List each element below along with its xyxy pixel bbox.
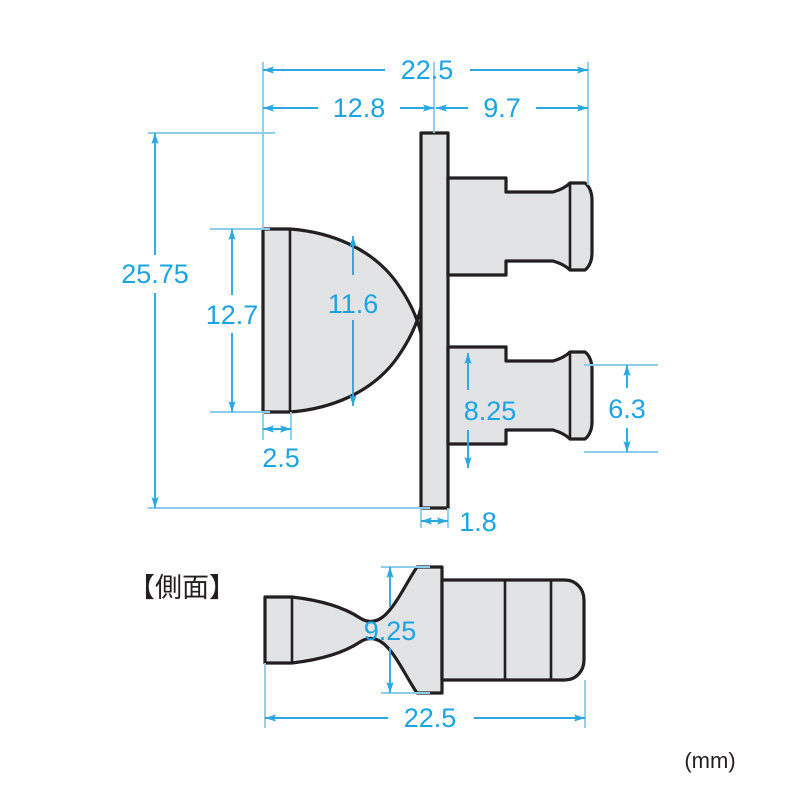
dim-end-flange-height: 12.7 bbox=[206, 228, 270, 413]
dim-end-flange-height-label: 12.7 bbox=[206, 300, 259, 330]
dim-prong-span-height-label: 8.25 bbox=[464, 396, 517, 426]
dim-end-block-width-label: 2.5 bbox=[262, 443, 300, 473]
front-lower-prong bbox=[446, 345, 594, 446]
dim-side-overall-width: 22.5 bbox=[264, 663, 586, 733]
dim-side-waist-height-label: 9.25 bbox=[364, 616, 417, 646]
dim-overall-height: 25.75 bbox=[121, 132, 430, 509]
dim-overall-height-label: 25.75 bbox=[121, 259, 189, 289]
side-barrel bbox=[440, 578, 586, 682]
dim-overall-width: 22.5 bbox=[263, 55, 588, 85]
dim-overall-width-label: 22.5 bbox=[401, 55, 454, 85]
dim-left-section-width: 12.8 bbox=[263, 93, 434, 123]
side-view: 【側面】 9.25 22.5 bbox=[128, 565, 586, 733]
side-view-label: 【側面】 bbox=[128, 573, 236, 604]
front-view-part bbox=[261, 131, 594, 510]
dim-prong-span-height: 8.25 bbox=[464, 353, 517, 468]
dim-flange-thickness-label: 1.8 bbox=[459, 507, 497, 537]
dim-side-overall-width-label: 22.5 bbox=[404, 703, 457, 733]
dim-prong-tip-height: 6.3 bbox=[584, 364, 658, 453]
dim-left-section-width-label: 12.8 bbox=[333, 93, 386, 123]
dim-right-section-width-label: 9.7 bbox=[483, 93, 521, 123]
side-spool-body bbox=[263, 565, 444, 695]
dim-waist-height: 11.6 bbox=[328, 236, 379, 406]
dim-end-block-width: 2.5 bbox=[262, 412, 300, 473]
unit-label: (mm) bbox=[684, 748, 735, 773]
front-upper-prong bbox=[446, 176, 594, 277]
front-view-dimensions: 22.5 12.8 9.7 25.75 12.7 bbox=[121, 55, 658, 537]
dim-side-waist-height: 9.25 bbox=[364, 566, 430, 694]
dim-waist-height-label: 11.6 bbox=[328, 289, 379, 319]
dim-flange-thickness: 1.8 bbox=[420, 507, 497, 537]
dim-prong-tip-height-label: 6.3 bbox=[608, 394, 646, 424]
dim-right-section-width: 9.7 bbox=[436, 93, 588, 123]
